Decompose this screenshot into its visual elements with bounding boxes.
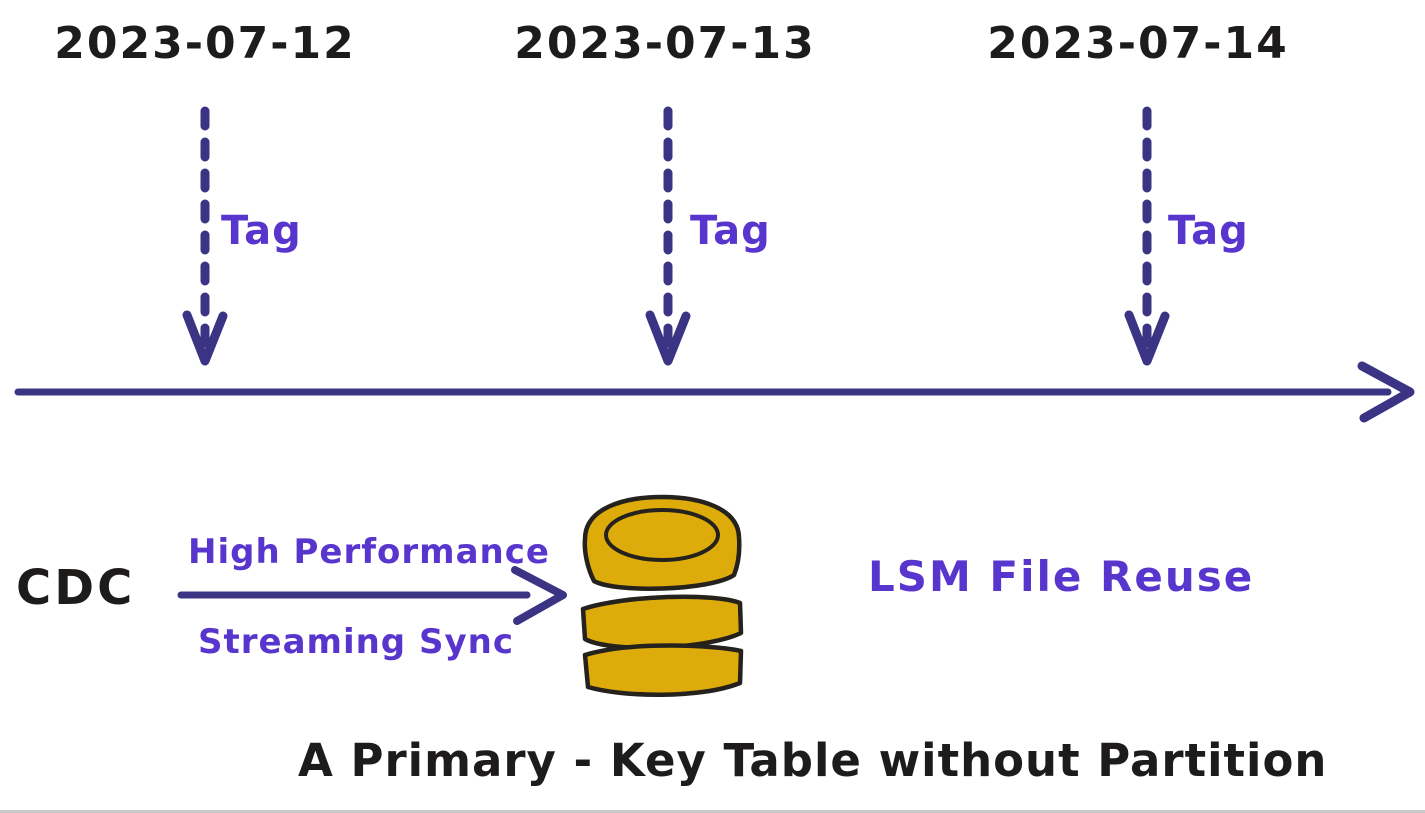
- date-label-3: 2023-07-14: [987, 18, 1289, 69]
- sync-arrow-top-label: High Performance: [188, 532, 550, 572]
- tag-label-2: Tag: [690, 208, 771, 254]
- tag-label-1: Tag: [221, 208, 302, 254]
- database-icon: [580, 494, 744, 698]
- timeline-arrow-icon: [14, 361, 1415, 423]
- lsm-file-reuse-label: LSM File Reuse: [868, 552, 1255, 601]
- tag-down-arrow-icon: [182, 106, 228, 366]
- cdc-label: CDC: [16, 560, 136, 616]
- caption: A Primary - Key Table without Partition: [298, 734, 1328, 787]
- date-label-2: 2023-07-13: [514, 18, 816, 69]
- tag-down-arrow-icon: [645, 106, 691, 366]
- sync-arrow-bottom-label: Streaming Sync: [198, 622, 514, 662]
- date-label-1: 2023-07-12: [54, 18, 356, 69]
- tag-down-arrow-icon: [1124, 106, 1170, 366]
- sync-arrow-icon: [177, 566, 567, 625]
- tag-label-3: Tag: [1168, 208, 1249, 254]
